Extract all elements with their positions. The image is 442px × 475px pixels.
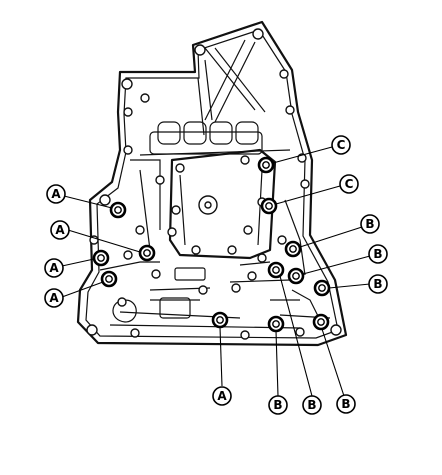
callout-b1: B <box>360 214 380 234</box>
callout-b4-label: B <box>273 398 282 412</box>
callout-a1-label: A <box>51 187 61 201</box>
bolt-a1 <box>109 201 127 219</box>
callout-b5: B <box>302 395 322 415</box>
callout-a2: A <box>50 220 70 240</box>
frame-struts <box>197 39 266 136</box>
callout-a4: A <box>44 288 64 308</box>
callout-a3: A <box>44 258 64 278</box>
callout-b4: B <box>268 395 288 415</box>
callout-b3: B <box>368 274 388 294</box>
housing-outline <box>76 20 348 347</box>
callout-a5-label: A <box>217 389 227 403</box>
callout-a3-label: A <box>49 261 59 275</box>
bolt-a3 <box>92 249 110 267</box>
callout-b2-label: B <box>373 247 382 261</box>
leader-lines <box>61 146 371 397</box>
callout-a5: A <box>212 386 232 406</box>
bolt-b1 <box>284 240 302 258</box>
callout-b6: B <box>336 394 356 414</box>
bolt-c1 <box>257 156 275 174</box>
callout-b5-label: B <box>307 398 316 412</box>
callout-b6-label: B <box>341 397 350 411</box>
callout-b2: B <box>368 244 388 264</box>
small-holes <box>86 28 342 340</box>
callout-c1-label: C <box>337 138 346 152</box>
callout-c1: C <box>331 135 351 155</box>
housing-inner-outline <box>85 29 339 339</box>
bolt-b5 <box>312 313 330 331</box>
bolt-b4 <box>313 279 331 297</box>
bolt-b2 <box>267 261 285 279</box>
solenoid-block <box>139 121 291 156</box>
left-channels <box>99 159 211 323</box>
callout-b3-label: B <box>373 277 382 291</box>
bolt-b6 <box>267 315 285 333</box>
right-channels <box>270 199 331 321</box>
bolt-a2 <box>138 244 156 262</box>
callout-a2-label: A <box>55 223 65 237</box>
bolt-a4 <box>100 270 118 288</box>
callout-a4-label: A <box>49 291 59 305</box>
bolts <box>92 156 331 333</box>
callout-b1-label: B <box>365 217 374 231</box>
callout-a1: A <box>46 184 66 204</box>
bolt-c2 <box>260 197 278 215</box>
bolt-b3 <box>287 267 305 285</box>
lower-components <box>109 261 301 329</box>
callout-c2-label: C <box>345 177 354 191</box>
bolt-a5 <box>211 311 229 329</box>
callout-c2: C <box>339 174 359 194</box>
